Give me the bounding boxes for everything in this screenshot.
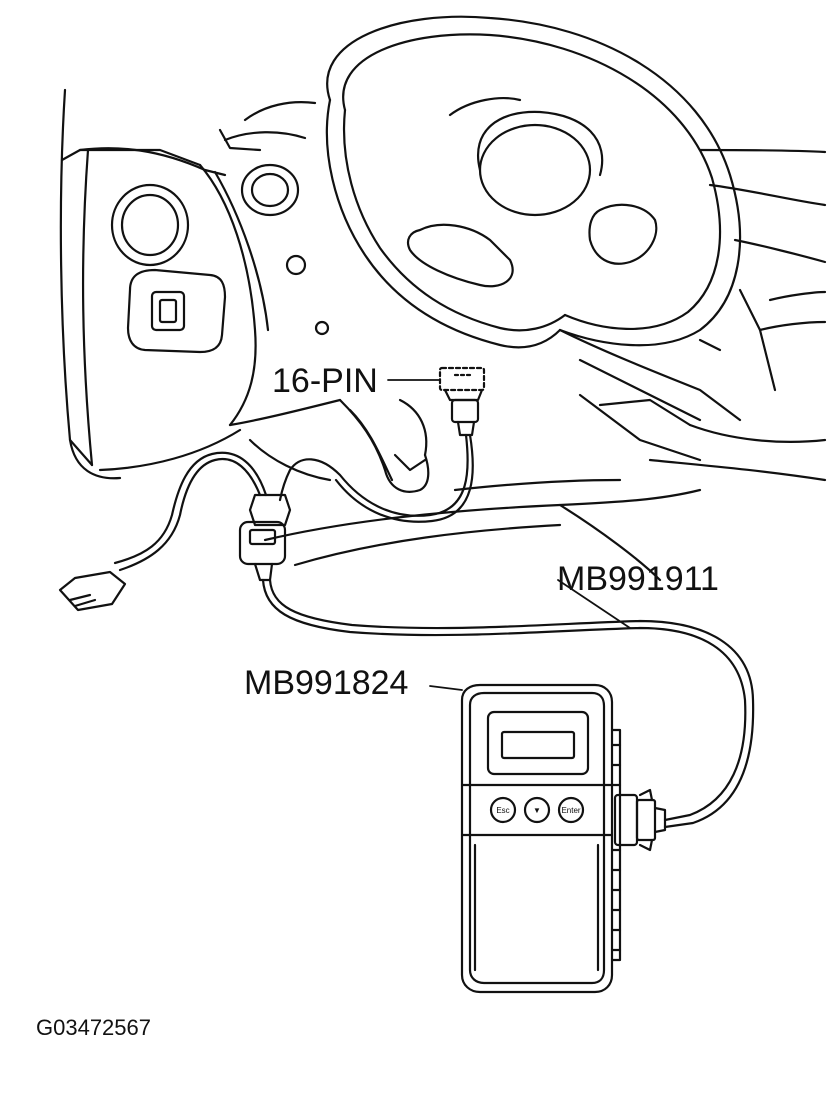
steering-wheel bbox=[325, 15, 742, 349]
dashboard-left-panel bbox=[59, 88, 342, 480]
cable-harness bbox=[58, 433, 755, 829]
dlc-connector bbox=[438, 366, 486, 437]
down-button-label: ▼ bbox=[533, 806, 541, 815]
label-16-pin: 16-PIN bbox=[272, 362, 378, 400]
floor-and-pedals bbox=[248, 398, 702, 582]
label-mb991824: MB991824 bbox=[244, 664, 409, 702]
esc-button-label: Esc bbox=[496, 806, 509, 815]
figure-id: G03472567 bbox=[36, 1015, 151, 1040]
label-mb991911: MB991911 bbox=[557, 560, 719, 598]
leader-lines bbox=[387, 379, 631, 691]
dashboard-right-panel bbox=[558, 148, 827, 482]
tester-device bbox=[460, 683, 667, 994]
enter-button-label: Enter bbox=[561, 806, 580, 815]
